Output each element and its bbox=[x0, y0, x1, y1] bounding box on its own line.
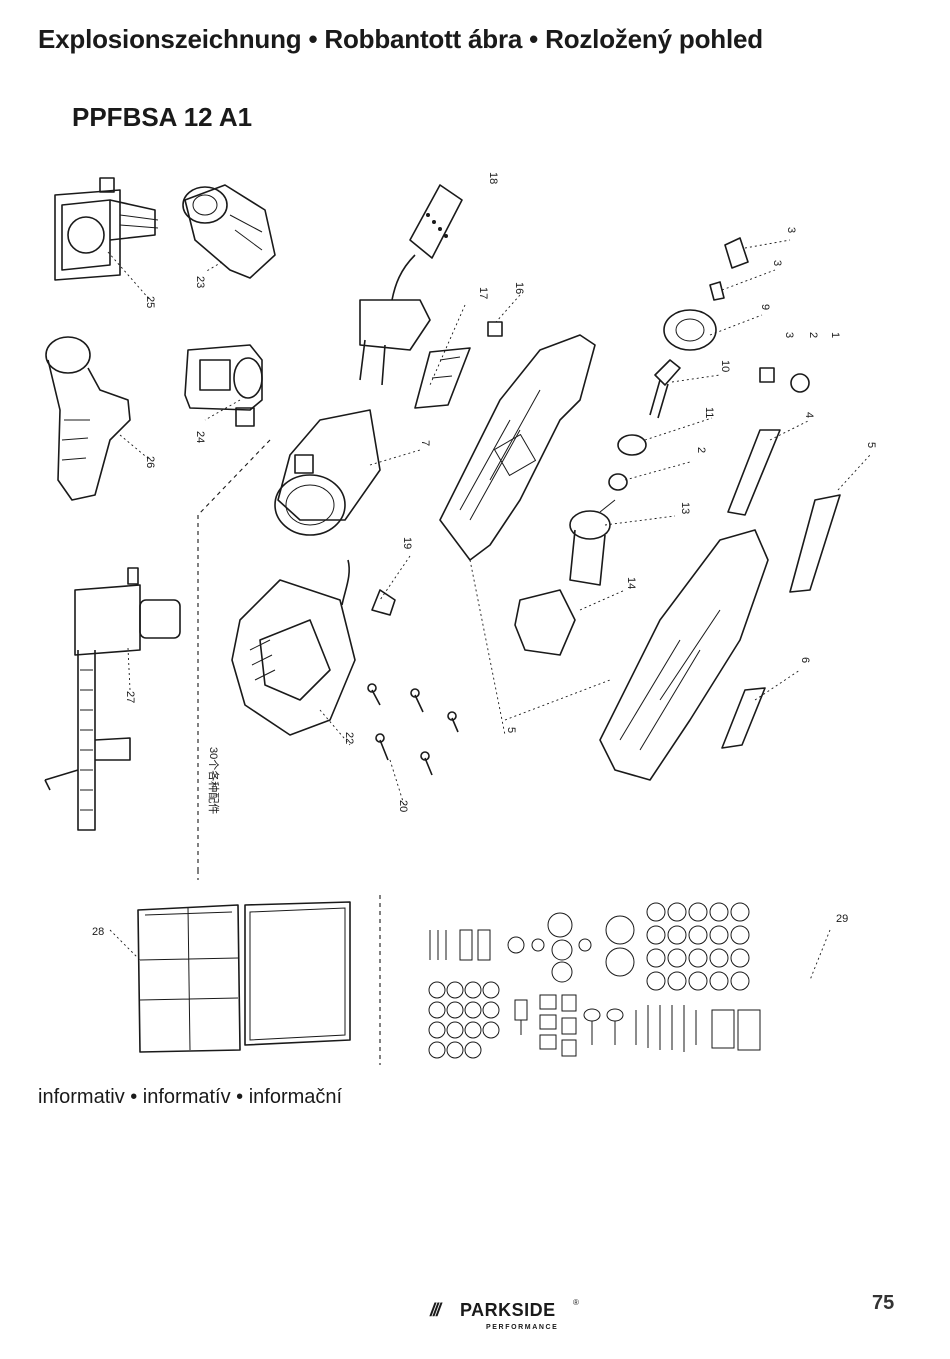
page-number: 75 bbox=[872, 1292, 895, 1314]
part-housing-right bbox=[599, 529, 769, 781]
part-washer bbox=[617, 434, 647, 456]
brand-name: PARKSIDE bbox=[460, 1300, 556, 1320]
part-label-27: 27 bbox=[124, 691, 136, 703]
part-clip bbox=[341, 559, 396, 616]
part-armature bbox=[569, 499, 616, 586]
part-label-17: 17 bbox=[477, 287, 489, 299]
part-collet bbox=[709, 281, 725, 301]
brand-slashes: /// bbox=[430, 1300, 441, 1320]
part-label-2b: 2 bbox=[695, 447, 707, 453]
part-battery bbox=[274, 409, 381, 536]
part-label-4: 4 bbox=[803, 412, 815, 418]
part-side-plate bbox=[721, 687, 766, 749]
part-label-2a: 2 bbox=[807, 332, 819, 338]
part-label-10: 10 bbox=[719, 360, 731, 372]
part-cover-plate bbox=[414, 347, 471, 409]
part-label-26: 26 bbox=[144, 456, 156, 468]
part-storage-case bbox=[137, 901, 351, 1053]
part-label-22: 22 bbox=[343, 732, 355, 744]
part-label-1: 1 bbox=[829, 332, 841, 338]
part-guide-attachment bbox=[54, 177, 159, 281]
part-motor-holder bbox=[514, 589, 576, 656]
part-accessory-set bbox=[428, 902, 761, 1059]
part-label-7: 7 bbox=[419, 440, 431, 446]
part-label-9: 9 bbox=[759, 304, 771, 310]
part-bearing bbox=[608, 473, 628, 491]
part-label-13: 13 bbox=[679, 502, 691, 514]
part-label-11: 11 bbox=[703, 407, 715, 418]
brand-sub: PERFORMANCE bbox=[486, 1324, 559, 1331]
assembly-line bbox=[197, 439, 271, 880]
part-label-29: 29 bbox=[836, 913, 848, 925]
brand-registered: ® bbox=[573, 1298, 579, 1307]
part-adapter bbox=[184, 344, 263, 427]
part-flex-handle bbox=[45, 336, 131, 501]
part-label-28: 28 bbox=[92, 926, 104, 938]
accessory-callout: 30个各种配件 bbox=[207, 747, 221, 814]
part-charger bbox=[231, 579, 356, 736]
part-nut-16 bbox=[487, 321, 503, 337]
part-label-3a: 3 bbox=[785, 227, 797, 233]
part-number-labels: 25 23 26 24 27 7 18 17 16 19 22 20 5 3 3… bbox=[92, 172, 877, 938]
part-label-3c: 3 bbox=[783, 332, 795, 338]
page-title: Explosionszeichnung • Robbantott ábra • … bbox=[38, 24, 763, 54]
part-label-23: 23 bbox=[194, 276, 206, 288]
part-label-16: 16 bbox=[513, 282, 525, 294]
footnote: informativ • informatív • informační bbox=[38, 1086, 343, 1108]
part-label-19: 19 bbox=[401, 537, 413, 549]
part-label-6: 6 bbox=[799, 657, 811, 663]
part-angle-attachment bbox=[182, 184, 276, 279]
part-label-3b: 3 bbox=[771, 260, 783, 266]
part-label-24: 24 bbox=[194, 431, 206, 443]
part-housing-half bbox=[439, 334, 596, 561]
exploded-view-diagram: 25 23 26 24 27 7 18 17 16 19 22 20 5 3 3… bbox=[44, 172, 877, 1065]
model-number: PPFBSA 12 A1 bbox=[72, 102, 253, 132]
brand-logo: /// PARKSIDE ® PERFORMANCE bbox=[430, 1298, 590, 1336]
part-shaft bbox=[649, 359, 681, 419]
part-belt bbox=[789, 494, 841, 593]
part-label-20: 20 bbox=[397, 800, 409, 812]
part-label-14: 14 bbox=[625, 577, 637, 589]
part-label-5b: 5 bbox=[865, 442, 877, 448]
part-charger-cable bbox=[359, 184, 463, 386]
part-label-5: 5 bbox=[505, 727, 517, 733]
part-label-18: 18 bbox=[487, 172, 499, 184]
part-collet-nut bbox=[724, 237, 749, 269]
part-circle-cutter bbox=[44, 567, 181, 831]
leader-lines bbox=[107, 239, 871, 981]
part-nosecap bbox=[663, 309, 717, 351]
part-label-25: 25 bbox=[144, 296, 156, 308]
part-switch-slider bbox=[727, 429, 781, 516]
part-screws bbox=[367, 683, 459, 776]
part-small-nuts bbox=[759, 367, 810, 393]
